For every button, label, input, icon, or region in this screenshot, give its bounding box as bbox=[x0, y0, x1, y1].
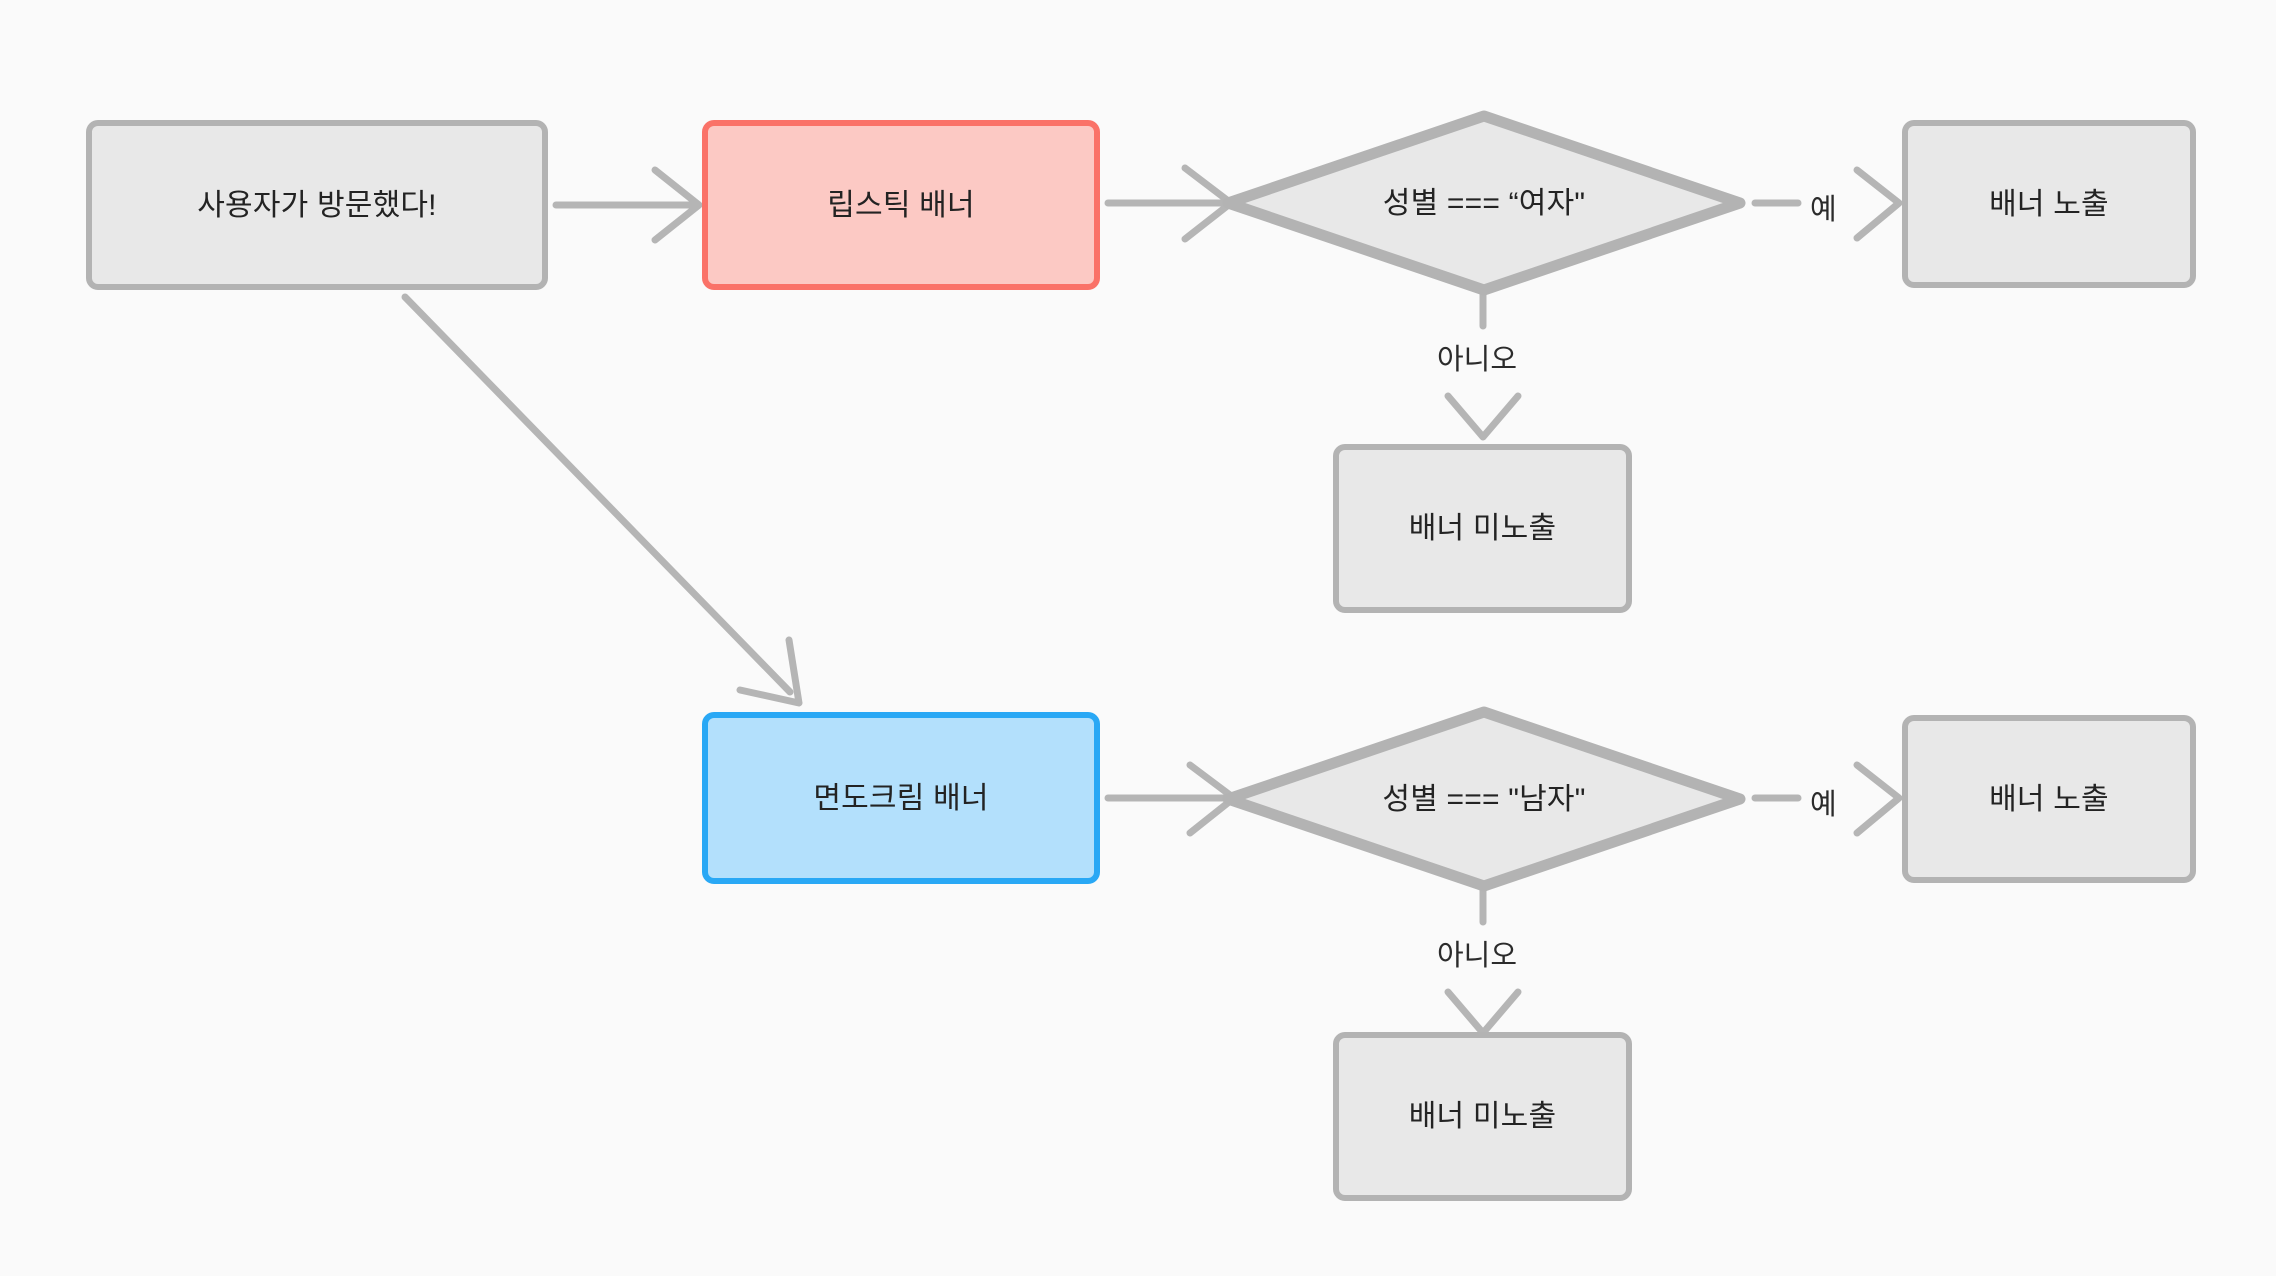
node-shaving-banner-label: 면도크림 배너 bbox=[813, 781, 989, 815]
node-show-banner-top-label: 배너 노출 bbox=[1989, 187, 2109, 221]
node-show-banner-bottom-label: 배너 노출 bbox=[1989, 782, 2109, 816]
node-lipstick-banner[interactable]: 립스틱 배너 bbox=[702, 120, 1100, 290]
edge-label-yes-top-text: 예 bbox=[1810, 194, 1837, 226]
edge-label-no-top: 아니오 bbox=[1437, 336, 1517, 378]
connector-start-to-shaving bbox=[401, 293, 794, 696]
arrowhead-decide-female-no bbox=[1444, 392, 1522, 441]
edge-label-no-bottom: 아니오 bbox=[1437, 932, 1517, 974]
edge-label-yes-bottom: 예 bbox=[1810, 781, 1837, 823]
edge-label-no-bottom-text: 아니오 bbox=[1437, 940, 1518, 972]
node-decision-male-label: 성별 === "남자" bbox=[1382, 782, 1586, 816]
node-decision-female-label: 성별 === “여자" bbox=[1382, 186, 1586, 220]
arrowhead-decide-female-yes bbox=[1853, 166, 1903, 242]
edge-label-yes-bottom-text: 예 bbox=[1810, 789, 1837, 821]
arrowhead-decide-male-no bbox=[1444, 988, 1522, 1037]
node-hide-banner-top[interactable]: 배너 미노출 bbox=[1333, 444, 1632, 613]
edge-label-no-top-text: 아니오 bbox=[1437, 344, 1518, 376]
node-hide-banner-bottom[interactable]: 배너 미노출 bbox=[1333, 1032, 1632, 1201]
arrowhead-start-to-lipstick bbox=[651, 166, 703, 244]
node-decision-female[interactable]: 성별 === “여자" bbox=[1222, 110, 1746, 296]
node-start-label: 사용자가 방문했다! bbox=[197, 188, 437, 222]
arrowhead-start-to-shaving bbox=[736, 636, 803, 707]
node-show-banner-top[interactable]: 배너 노출 bbox=[1902, 120, 2196, 288]
node-show-banner-bottom[interactable]: 배너 노출 bbox=[1902, 715, 2196, 883]
arrowhead-decide-male-yes bbox=[1853, 761, 1903, 837]
node-hide-banner-bottom-label: 배너 미노출 bbox=[1408, 1100, 1557, 1133]
edge-label-yes-top: 예 bbox=[1810, 186, 1837, 228]
node-shaving-banner[interactable]: 면도크림 배너 bbox=[702, 712, 1100, 884]
node-lipstick-banner-label: 립스틱 배너 bbox=[827, 188, 975, 222]
node-start[interactable]: 사용자가 방문했다! bbox=[86, 120, 548, 290]
node-decision-male[interactable]: 성별 === "남자" bbox=[1222, 706, 1746, 892]
node-hide-banner-top-label: 배너 미노출 bbox=[1408, 512, 1557, 545]
